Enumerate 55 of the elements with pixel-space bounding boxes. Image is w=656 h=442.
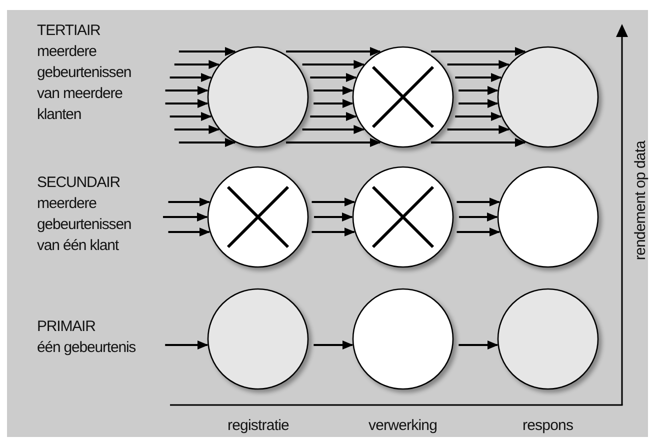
arrow <box>170 73 212 82</box>
arrow <box>459 212 498 222</box>
row-description: meerdere gebeurtenissen van één klant <box>37 194 132 256</box>
arrow <box>431 138 526 147</box>
arrow <box>312 228 356 236</box>
arrow <box>456 198 500 206</box>
arrow <box>165 340 208 350</box>
process-circle <box>497 46 599 148</box>
arrow <box>455 112 502 121</box>
arrow <box>286 138 381 147</box>
row-description: één gebeurtenis <box>37 338 137 358</box>
arrow <box>458 86 498 95</box>
arrow <box>456 228 500 236</box>
process-circle <box>207 46 309 148</box>
arrow <box>458 340 498 350</box>
arrow <box>165 99 208 108</box>
arrow <box>314 99 354 108</box>
axis-label: registratie <box>228 416 289 434</box>
arrow <box>447 125 510 134</box>
arrow <box>174 125 220 134</box>
process-circle <box>352 288 454 390</box>
arrow <box>302 125 365 134</box>
row-heading: SECUNDAIR <box>37 173 121 193</box>
axis-title: rendement op data <box>632 140 649 260</box>
arrow <box>174 60 220 69</box>
crossed-circle <box>352 166 454 268</box>
arrow <box>302 60 365 69</box>
arrow <box>310 112 357 121</box>
arrow <box>178 47 236 56</box>
row-heading: TERTIAIR <box>37 21 102 41</box>
arrow <box>168 228 210 236</box>
process-circle <box>207 288 309 390</box>
arrow <box>170 112 212 121</box>
process-circle <box>497 166 599 268</box>
axis-label: respons <box>522 416 574 434</box>
arrow <box>431 47 526 56</box>
arrow <box>286 47 381 56</box>
arrow <box>178 138 236 147</box>
crossed-circle <box>207 166 309 268</box>
arrow <box>312 198 356 206</box>
row-heading: PRIMAIR <box>37 317 96 337</box>
arrow <box>163 212 208 222</box>
axis-label: verwerking <box>368 416 438 434</box>
arrow <box>314 212 353 222</box>
arrow <box>310 73 357 82</box>
arrow <box>314 86 354 95</box>
crossed-circle <box>352 46 454 148</box>
arrow <box>455 73 502 82</box>
arrow <box>314 340 354 350</box>
arrow <box>165 86 208 95</box>
arrow <box>447 60 510 69</box>
process-circle <box>497 288 599 390</box>
arrow <box>458 99 498 108</box>
arrow <box>168 198 210 206</box>
row-description: meerdere gebeurtenissen van meerdere klanten <box>37 42 132 125</box>
